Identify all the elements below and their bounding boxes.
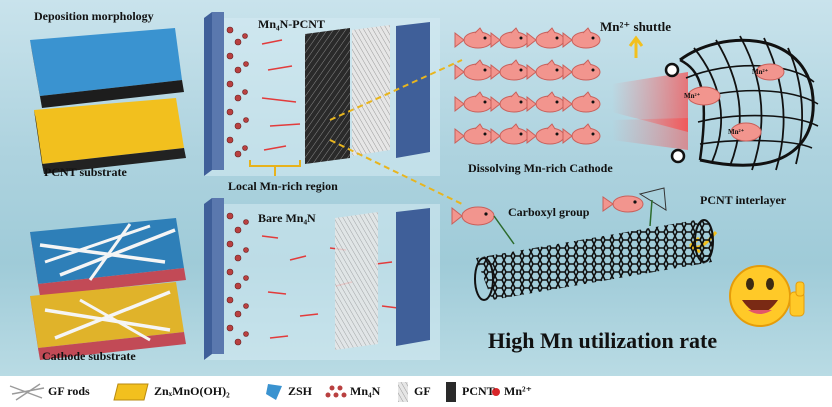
legend-mn2-swatch	[492, 388, 500, 396]
legend-pcnt-swatch	[446, 382, 456, 402]
fish-10	[490, 91, 529, 113]
fish-14	[490, 123, 529, 145]
label-pcnt-substrate: PCNT substrate	[44, 165, 127, 179]
headline-high-mn-utilization: High Mn utilization rate	[488, 328, 718, 353]
deposition-blue-plate	[30, 28, 184, 108]
label-bare-mn4n: Bare Mn₄N	[258, 211, 316, 225]
carbon-nanotube	[474, 219, 714, 301]
legend-znmno-swatch	[113, 383, 149, 401]
schematic-graphics	[30, 12, 819, 360]
legend-pcnt-label: PCNT	[462, 384, 495, 398]
top-cathode-plate	[396, 22, 430, 158]
fish-12	[562, 91, 601, 113]
legend-zsh-swatch	[266, 384, 282, 400]
top-pcnt-layer	[305, 28, 350, 164]
label-dissolving-cathode: Dissolving Mn-rich Cathode	[468, 161, 613, 175]
fish-1	[454, 27, 493, 49]
carboxyl-fish-right	[602, 187, 667, 227]
schematic-panel: Deposition morphology PCNT substrate Cat…	[0, 0, 832, 376]
label-mn4n-pcnt: Mn₄N-PCNT	[258, 17, 325, 31]
net-fish-ion-3: Mn²⁺	[728, 128, 745, 136]
carboxyl-fish-left	[451, 206, 515, 245]
thumbs-up-icon	[789, 281, 805, 317]
bottom-cell	[204, 198, 440, 360]
shuttle-up-arrow	[628, 35, 644, 58]
fish-13	[454, 123, 493, 145]
label-carboxyl-group: Carboxyl group	[508, 205, 590, 219]
top-gf-layer	[352, 25, 390, 156]
fish-11	[526, 91, 565, 113]
dashed-connector-upper	[329, 59, 463, 121]
pcnt-net	[612, 35, 819, 171]
top-cell	[204, 12, 440, 176]
fish-9	[454, 91, 493, 113]
net-fish-ion-2: Mn²⁺	[752, 68, 769, 76]
bottom-anode-plate	[212, 198, 224, 354]
fish-3	[526, 27, 565, 49]
bottom-gf-layer	[335, 212, 378, 350]
legend-swatches	[9, 382, 500, 402]
top-ion-streaks	[261, 39, 301, 151]
fish-7	[526, 59, 565, 81]
legend-znmno-label: ZnₓMnO(OH)₂	[154, 384, 230, 398]
fish-16	[562, 123, 601, 145]
cathode-substrate-plate	[30, 282, 186, 360]
dashed-connector-lower	[329, 139, 463, 205]
label-local-region: Local Mn-rich region	[228, 179, 338, 193]
fish-school	[454, 27, 601, 145]
label-deposition-morphology: Deposition morphology	[34, 9, 154, 23]
legend-mn4n-label: Mn₄N	[350, 384, 381, 398]
label-cathode-substrate: Cathode substrate	[42, 349, 136, 363]
label-mn-shuttle: Mn²⁺ shuttle	[600, 19, 672, 34]
legend-gf-rods-swatch	[9, 383, 45, 401]
label-pcnt-interlayer: PCNT interlayer	[700, 193, 787, 207]
legend: GF rods ZnₓMnO(OH)₂ ZSH Mn₄N GF PCNT Mn²…	[0, 376, 832, 407]
fish-4	[562, 27, 601, 49]
legend-mn4n-swatch	[325, 385, 347, 398]
top-anode-plate	[212, 12, 224, 170]
fish-6	[490, 59, 529, 81]
net-fish-ion-1: Mn²⁺	[684, 92, 701, 100]
legend-mn2-label: Mn²⁺	[504, 384, 532, 398]
bottom-cathode-plate	[396, 208, 430, 346]
bottom-mn4n-crystals	[226, 212, 249, 346]
legend-gf-swatch	[398, 382, 408, 402]
legend-gf-label: GF	[414, 384, 431, 398]
fish-5	[454, 59, 493, 81]
fish-2	[490, 27, 529, 49]
fish-8	[562, 59, 601, 81]
smiley-emoji	[729, 265, 791, 327]
legend-gf-rods-label: GF rods	[48, 384, 90, 398]
fish-15	[526, 123, 565, 145]
top-mn4n-crystals	[226, 26, 249, 158]
legend-zsh-label: ZSH	[288, 384, 313, 398]
zsh-deposit-plate	[30, 218, 186, 296]
pcnt-substrate-plate	[34, 98, 186, 174]
